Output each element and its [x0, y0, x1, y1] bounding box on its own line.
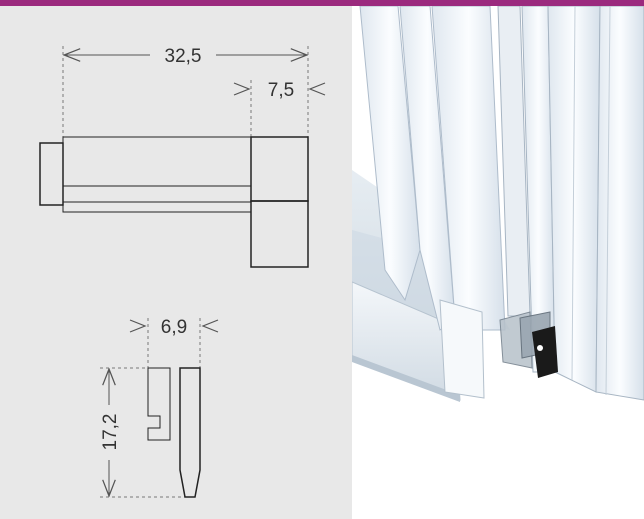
dimension-side-width: 6,9	[161, 317, 187, 338]
top-view: 32,5 7,5	[39, 46, 326, 268]
product-render-panel	[352, 6, 644, 519]
frame-profile-right	[547, 6, 601, 393]
magnet-highlight	[537, 345, 543, 351]
frame-profile-middle	[431, 6, 506, 331]
side-rail-profile	[147, 367, 171, 441]
head-lower-shape	[250, 200, 309, 268]
window-frame-render	[352, 6, 644, 402]
dimension-arrow-head-right	[308, 82, 326, 96]
dimension-overall-length: 32,5	[165, 46, 202, 67]
accent-bar	[0, 0, 644, 6]
technical-drawing: 32,5 7,5 6,9 17,2	[39, 46, 326, 498]
frame-profile-far-right	[595, 6, 644, 401]
side-view: 6,9 17,2	[100, 317, 219, 498]
dimension-head-length: 7,5	[268, 80, 294, 101]
body-shape	[62, 136, 252, 213]
dimension-arrow-width-left	[129, 319, 147, 333]
frame-profile-outer	[359, 6, 421, 302]
profile-edge-line	[571, 6, 576, 381]
head-upper-shape	[250, 136, 309, 202]
technical-drawing-panel: 32,5 7,5 6,9 17,2	[0, 6, 352, 519]
frame-bottom-block	[439, 299, 485, 399]
sill-edge	[352, 355, 460, 402]
dimension-side-height: 17,2	[100, 414, 121, 451]
magnet-stopper	[532, 326, 558, 378]
dimension-arrow-width-right	[201, 319, 219, 333]
dimension-arrow-head-left	[233, 82, 251, 96]
profile-edge-line	[605, 6, 611, 396]
end-cap-shape	[39, 142, 64, 206]
side-magnet-profile	[179, 367, 201, 498]
